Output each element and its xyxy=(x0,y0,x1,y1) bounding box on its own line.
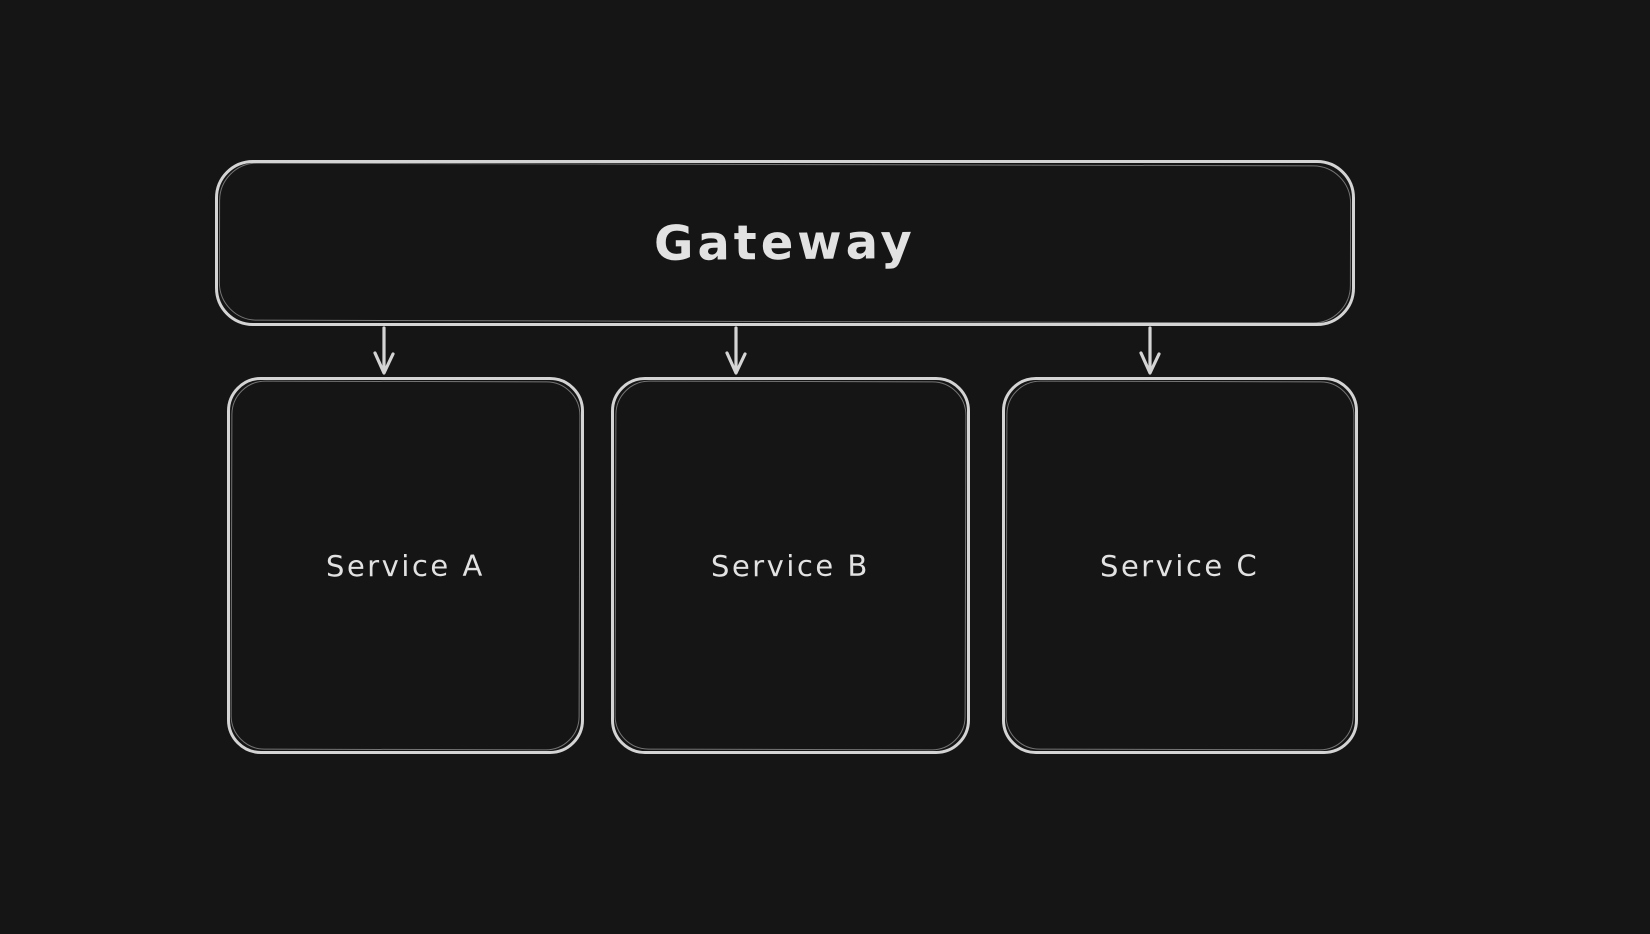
service-a-node[interactable]: Service A xyxy=(227,377,584,754)
service-c-node[interactable]: Service C xyxy=(1002,377,1358,754)
gateway-node[interactable]: Gateway xyxy=(215,160,1355,326)
service-b-node[interactable]: Service B xyxy=(611,377,970,754)
arrow-gateway-to-service-c[interactable] xyxy=(1139,326,1161,375)
arrow-gateway-to-service-a[interactable] xyxy=(373,326,395,375)
arrow-gateway-to-service-b[interactable] xyxy=(725,326,747,375)
